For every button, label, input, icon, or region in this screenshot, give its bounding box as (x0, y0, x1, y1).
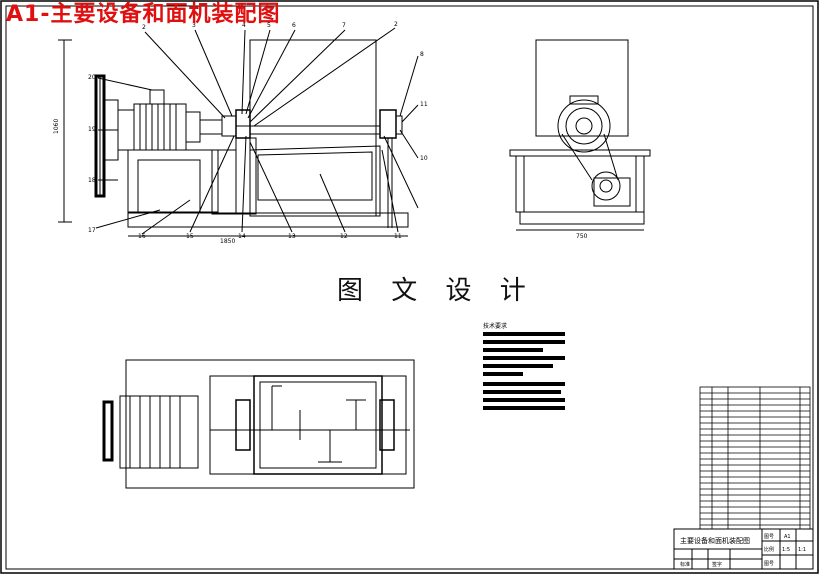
title-block-label: A1 (784, 534, 791, 540)
callout: 11 (394, 233, 402, 240)
title-block (673, 528, 814, 570)
dimension-width: 1850 (220, 238, 235, 245)
top-view (102, 359, 415, 489)
tech-requirements: 技术要求 (483, 322, 565, 410)
callout: 13 (288, 233, 296, 240)
title-block-label: 比例 (764, 546, 774, 553)
callout: 5 (267, 22, 271, 29)
callout: 10 (420, 155, 428, 162)
page-title: A1-主要设备和面机装配图 (6, 2, 281, 27)
callout: 6 (292, 22, 296, 29)
callout: 15 (186, 233, 194, 240)
dimension-width: 750 (576, 233, 588, 240)
callout: 4 (242, 22, 246, 29)
callout: 16 (138, 233, 146, 240)
callout: 19 (88, 126, 96, 133)
front-view-callouts: 2 3 4 5 6 7 2 8 11 10 20 19 18 17 16 15 … (53, 21, 428, 245)
title-block-label: 图号 (764, 534, 774, 540)
front-view (58, 27, 419, 237)
title-block-label: 签字 (712, 561, 722, 568)
drawing-name: 主要设备和面机装配图 (680, 536, 750, 545)
callout: 17 (88, 227, 96, 234)
callout: 11 (420, 101, 428, 108)
side-view-labels: 750 (576, 233, 588, 240)
side-view (509, 39, 651, 231)
callout: 20 (88, 74, 96, 81)
callout: 8 (420, 51, 424, 58)
callout: 2 (394, 21, 398, 28)
title-block-value: 1:1 (798, 547, 806, 553)
callout: 3 (192, 22, 196, 29)
title-block-label: 1:5 (782, 547, 790, 553)
callout: 2 (142, 24, 146, 31)
inner-frame (5, 5, 814, 570)
tech-requirements-heading: 技术要求 (483, 322, 507, 330)
callout: 14 (238, 233, 246, 240)
title-block-text: 主要设备和面机装配图 图号 A1 比例 1:5 标准 签字 图号 1:1 (680, 534, 806, 568)
callout: 7 (342, 22, 346, 29)
dimension-height: 1060 (53, 119, 60, 134)
title-block-label: 图号 (764, 561, 774, 567)
parts-list (699, 386, 811, 530)
callout: 12 (340, 233, 348, 240)
title-block-label: 标准 (680, 561, 690, 568)
watermark-text: 图 文 设 计 (337, 276, 536, 306)
callout: 18 (88, 177, 96, 184)
